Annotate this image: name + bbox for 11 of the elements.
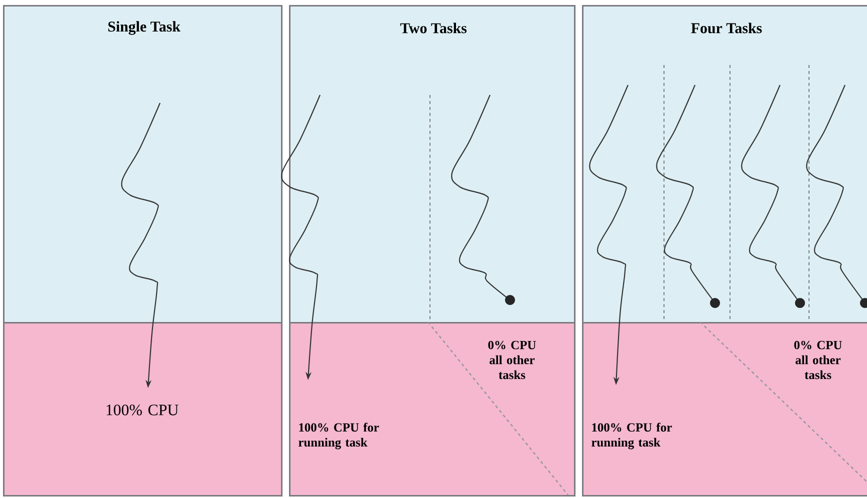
panel: Two Tasks — [289, 5, 576, 324]
share-label: 0% CPU all other tasks — [794, 340, 842, 380]
panel: Single Task — [3, 5, 282, 324]
cpu-share-area — [289, 322, 576, 496]
cpu-share-area — [582, 322, 867, 496]
panel: Four Tasks — [582, 5, 867, 324]
share-label: 0% CPU all other tasks — [488, 340, 536, 380]
share-label: 100% CPU — [106, 404, 178, 416]
share-label: 100% CPU for running task — [298, 422, 379, 450]
cpu-share-area — [3, 322, 282, 496]
share-label: 100% CPU for running task — [592, 422, 672, 450]
